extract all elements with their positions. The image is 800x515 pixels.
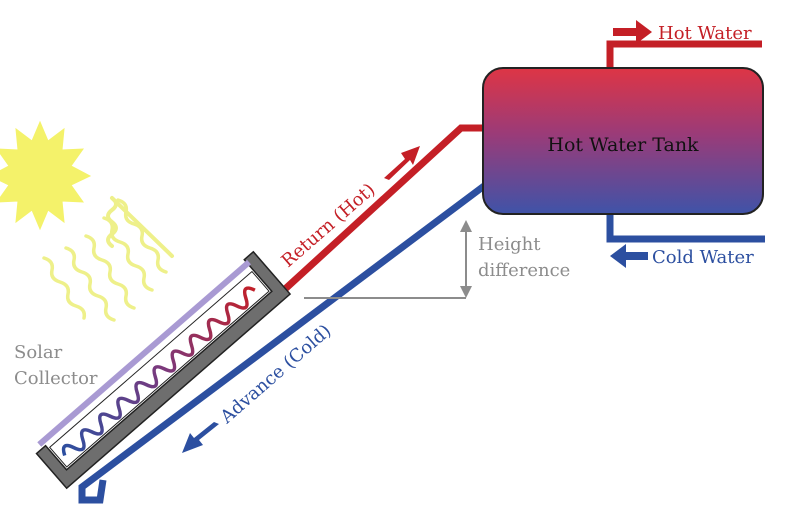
return-flow-arrow-icon — [384, 146, 420, 180]
hot-water-tank — [482, 67, 764, 215]
hot-water-arrow-icon — [613, 20, 652, 44]
hot-water-label: Hot Water — [658, 23, 752, 44]
collector-frame — [35, 250, 292, 490]
hot-water-outlet-pipe — [606, 40, 762, 68]
heat-waves-group — [42, 198, 168, 322]
solar-collector — [35, 250, 292, 490]
advance-flow-arrow-icon — [182, 422, 219, 453]
cold-water-arrow-icon — [610, 244, 648, 268]
cold-water-label: Cold Water — [652, 247, 754, 268]
collector-label-line1: Solar — [14, 342, 63, 363]
return-pipe — [281, 124, 484, 293]
cold-water-inlet-pipe — [606, 213, 765, 243]
height-label-line2: difference — [478, 260, 570, 281]
advance-pipe — [78, 183, 487, 504]
return-pipe-label: Return (Hot) — [278, 179, 380, 271]
collector-glass — [37, 259, 252, 447]
height-label-line1: Height — [478, 234, 541, 255]
height-difference-indicator — [304, 220, 472, 299]
absorber-tube — [61, 286, 256, 457]
tank-label: Hot Water Tank — [547, 134, 699, 156]
collector-label-line2: Collector — [14, 368, 98, 389]
sun-icon — [0, 120, 92, 231]
